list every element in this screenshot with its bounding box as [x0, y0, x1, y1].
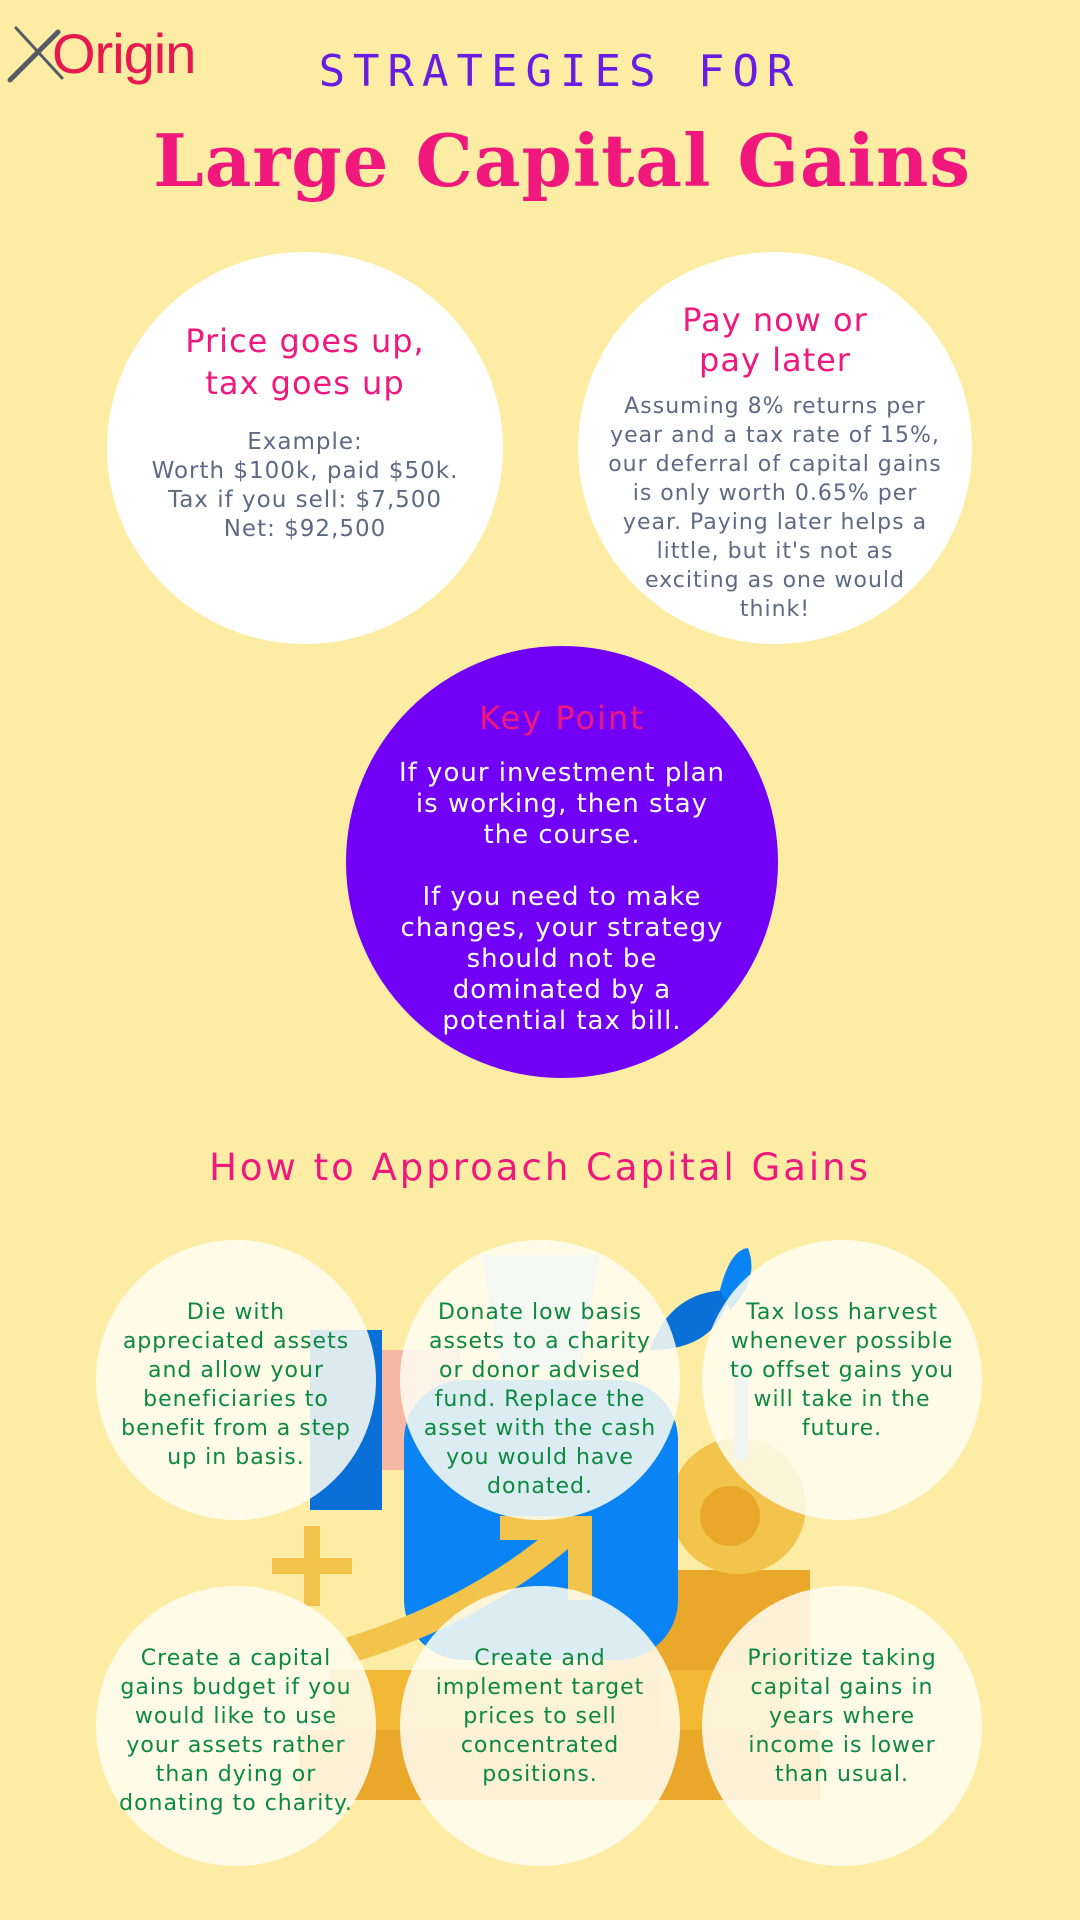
- tip-circle-low-income-years: Prioritize taking capital gains in years…: [702, 1586, 982, 1866]
- page-kicker: STRATEGIES FOR: [318, 46, 802, 97]
- tip-circle-gains-budget: Create a capital gains budget if you wou…: [96, 1586, 376, 1866]
- section-title: How to Approach Capital Gains: [209, 1146, 871, 1189]
- key-point-circle: Key Point If your investment plan is wor…: [346, 646, 778, 1078]
- tip-circle-donate: Donate low basis assets to a charity or …: [400, 1240, 680, 1520]
- key-point-paragraph-2: If you need to make changes, your strate…: [400, 882, 724, 1036]
- tip-circle-step-up-basis: Die with appreciated assets and allow yo…: [96, 1240, 376, 1520]
- tip-text: Donate low basis assets to a charity or …: [423, 1300, 657, 1499]
- plus-icon: [272, 1526, 352, 1606]
- price-goes-up-circle: Price goes up, tax goes up Example: Wort…: [107, 252, 503, 644]
- x-logo-icon: [7, 26, 64, 83]
- pay-now-or-later-circle: Pay now or pay later Assuming 8% returns…: [578, 252, 972, 644]
- growth-arrow-icon: [346, 1516, 592, 1663]
- key-point-heading: Key Point: [479, 699, 645, 737]
- key-point-paragraph-1: If your investment plan is working, then…: [398, 758, 726, 850]
- pay-circle-body: Assuming 8% returns per year and a tax r…: [608, 394, 942, 622]
- origin-logo: Origin: [6, 20, 226, 90]
- pay-circle-heading: Pay now or pay later: [682, 301, 868, 379]
- tip-text: Tax loss harvest whenever possible to of…: [729, 1300, 955, 1441]
- tip-text: Die with appreciated assets and allow yo…: [121, 1300, 351, 1470]
- key-point-body: If your investment plan is working, then…: [392, 758, 732, 1068]
- logo-text: Origin: [52, 22, 196, 85]
- tip-text: Prioritize taking capital gains in years…: [747, 1646, 937, 1787]
- price-circle-body: Example: Worth $100k, paid $50k. Tax if …: [151, 429, 459, 542]
- tip-circle-target-prices: Create and implement target prices to se…: [400, 1586, 680, 1866]
- tip-circle-tax-loss-harvest: Tax loss harvest whenever possible to of…: [702, 1240, 982, 1520]
- tip-text: Create a capital gains budget if you wou…: [119, 1646, 353, 1816]
- price-circle-heading: Price goes up, tax goes up: [185, 322, 425, 402]
- page-title: Large Capital Gains: [153, 118, 971, 203]
- tip-text: Create and implement target prices to se…: [435, 1646, 645, 1787]
